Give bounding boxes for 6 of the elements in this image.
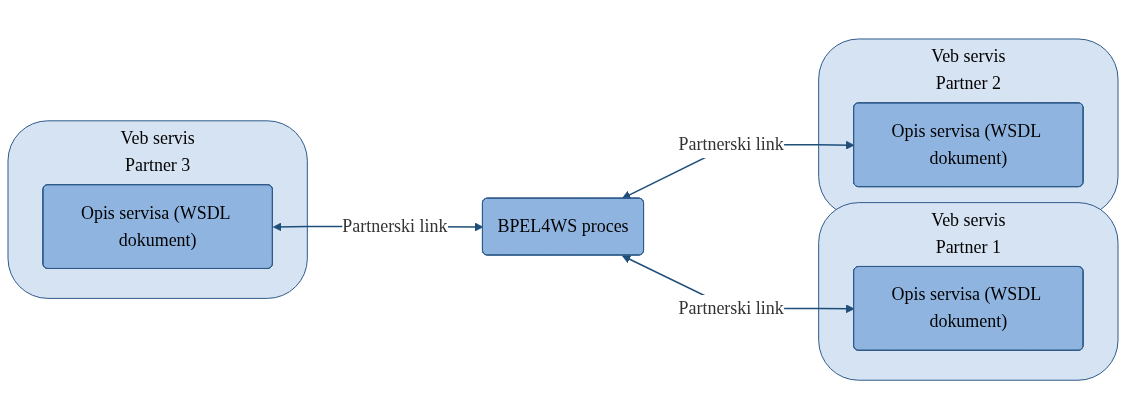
edge-label: Partnerski link (678, 298, 784, 319)
node-label: Partner 2 (935, 73, 1001, 94)
node-label: Partner 1 (935, 236, 1001, 257)
edge-label: Partnerski link (678, 134, 784, 155)
edge-label: Partnerski link (342, 216, 448, 237)
node-label: Partner 3 (124, 155, 191, 176)
